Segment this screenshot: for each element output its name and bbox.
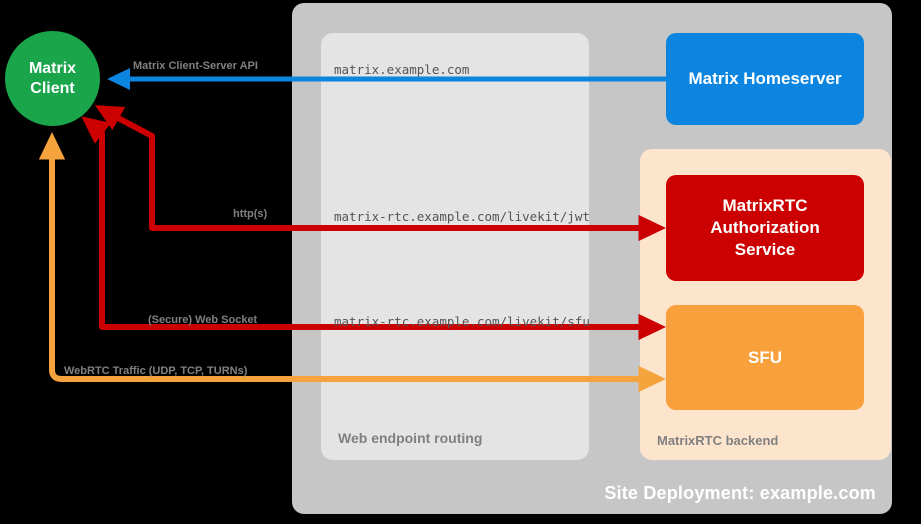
label-webrtc-traffic: WebRTC Traffic (UDP, TCP, TURNs) [64, 365, 248, 377]
node-sfu[interactable]: SFU [666, 305, 864, 410]
matrix-client-label-line1: Matrix [28, 59, 77, 77]
url-matrix-example-com: matrix.example.com [334, 62, 470, 77]
label-secure-web-socket: (Secure) Web Socket [148, 314, 258, 326]
sfu-label: SFU [748, 347, 782, 367]
matrix-homeserver-label: Matrix Homeserver [688, 69, 842, 88]
auth-label-line2: Authorization [710, 217, 820, 237]
label-https: http(s) [233, 208, 268, 220]
label-matrix-client-server-api: Matrix Client-Server API [133, 60, 258, 72]
url-livekit-sfu: matrix-rtc.example.com/livekit/sfu [334, 314, 590, 329]
node-matrixrtc-authorization-service[interactable]: MatrixRTC Authorization Service [666, 175, 864, 281]
site-deployment-label: Site Deployment: example.com [604, 483, 876, 503]
matrixrtc-backend-label: MatrixRTC backend [657, 433, 779, 448]
web-endpoint-routing-panel: Web endpoint routing [321, 33, 589, 460]
matrix-client-label-line2: Client [30, 79, 75, 97]
web-endpoint-routing-label: Web endpoint routing [338, 430, 483, 446]
url-livekit-jwt: matrix-rtc.example.com/livekit/jwt [334, 209, 590, 224]
auth-label-line1: MatrixRTC [722, 195, 808, 215]
node-matrix-client[interactable]: Matrix Client [5, 31, 100, 126]
auth-label-line3: Service [734, 240, 796, 260]
node-matrix-homeserver[interactable]: Matrix Homeserver [666, 33, 864, 125]
